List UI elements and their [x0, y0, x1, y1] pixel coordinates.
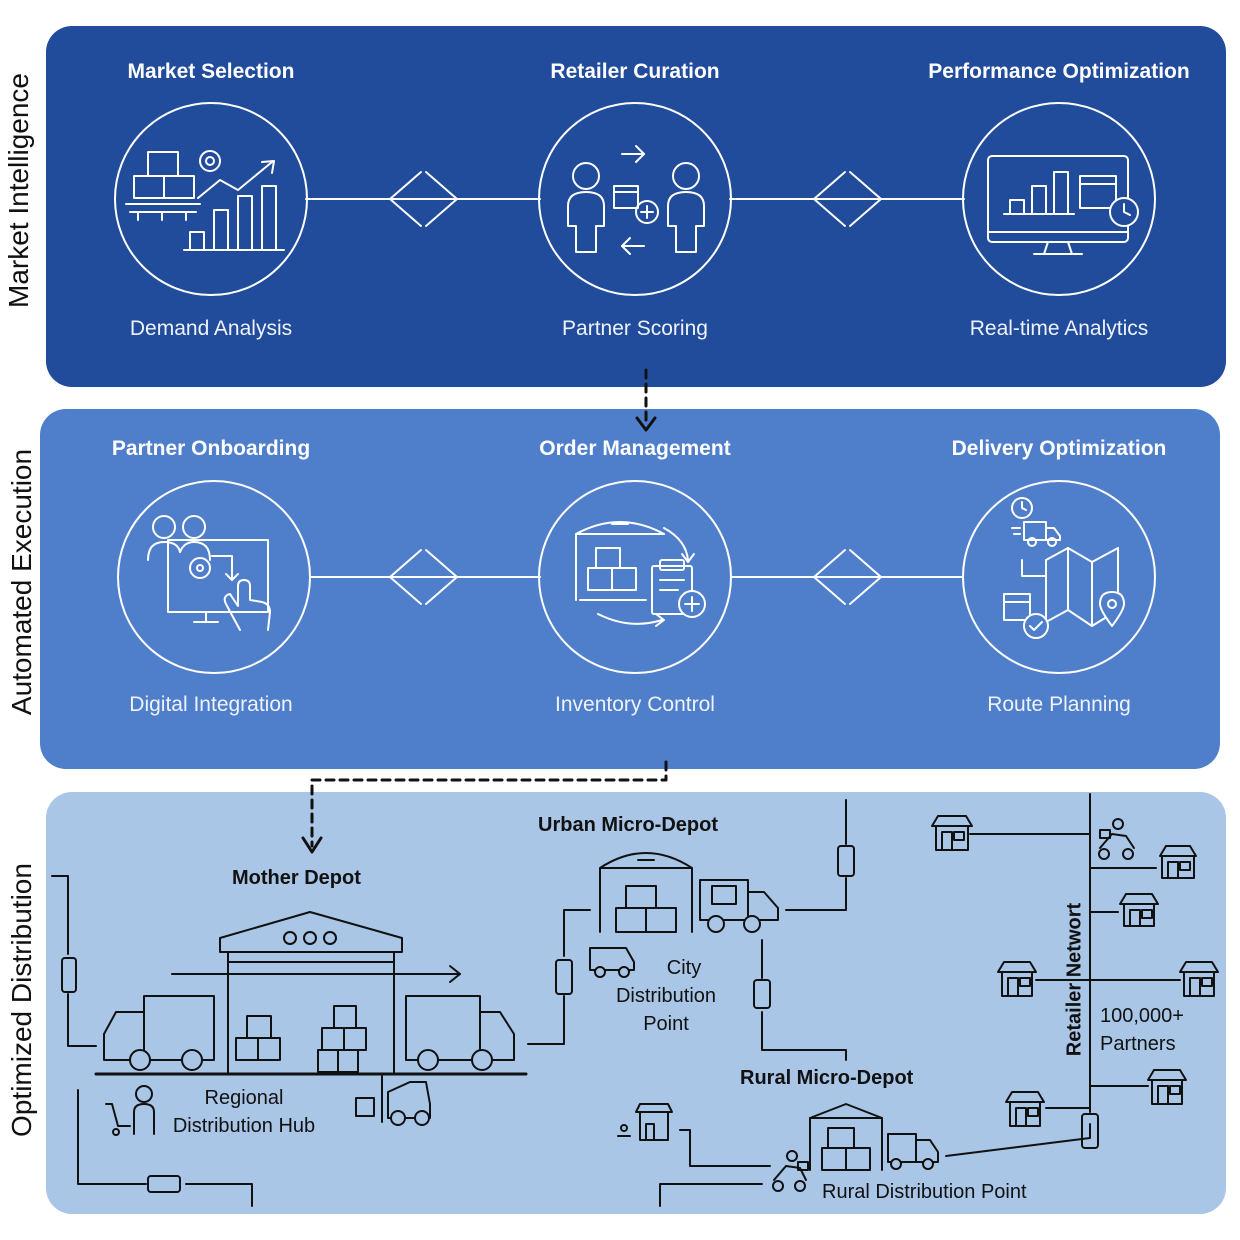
worker-trolley-icon — [105, 1085, 155, 1136]
bidirectional-arrow-icon — [813, 549, 882, 605]
partner-onboarding-circle — [117, 480, 311, 674]
city-point-line: Distribution — [615, 985, 717, 1007]
shop-icon — [1147, 1069, 1187, 1105]
scooter-icon — [1098, 818, 1135, 860]
bidirectional-arrow-icon — [389, 171, 458, 227]
distribution-network — [51, 793, 1219, 1207]
optimized-distribution-panel — [46, 792, 1226, 1214]
city-distribution-point-label: City Distribution Point — [604, 954, 728, 1038]
stage-title: Retailer Curation — [550, 60, 720, 83]
partner-scoring-icon — [567, 145, 705, 255]
stage-subtitle: Route Planning — [987, 693, 1131, 716]
partners-line: 100,000+ — [1100, 1005, 1184, 1027]
regional-hub-line: Regional — [204, 1087, 284, 1109]
market-intelligence-panel — [46, 26, 1226, 387]
stage-subtitle: Digital Integration — [129, 693, 293, 716]
route-planning-icon — [1003, 497, 1125, 639]
partners-count-label: 100,000+ Partners — [1100, 1002, 1184, 1058]
order-management-circle — [538, 480, 732, 674]
rural-micro-depot-building — [809, 1103, 883, 1171]
mother-depot-label: Mother Depot — [232, 867, 361, 889]
partners-line: Partners — [1100, 1033, 1176, 1055]
truck-icon — [405, 995, 515, 1071]
shop-icon — [997, 961, 1037, 997]
truck-icon — [103, 995, 215, 1071]
mother-depot-building — [94, 911, 528, 1076]
inventory-control-icon — [575, 521, 706, 627]
truck-icon — [887, 1133, 939, 1170]
delivery-optimization-circle — [962, 480, 1156, 674]
rural-micro-depot-label: Rural Micro-Depot — [740, 1067, 914, 1089]
stage-subtitle: Partner Scoring — [562, 317, 708, 340]
urban-micro-depot-building — [599, 852, 693, 933]
flow-arrows — [301, 368, 668, 854]
stage-title: Performance Optimization — [928, 60, 1190, 83]
stage-subtitle: Inventory Control — [555, 693, 715, 716]
truck-icon — [699, 879, 779, 933]
stage-title: Delivery Optimization — [951, 437, 1167, 460]
scooter-icon — [772, 1150, 809, 1192]
city-point-line: City — [666, 957, 702, 979]
city-point-line: Point — [643, 1013, 689, 1035]
digital-integration-icon — [147, 515, 271, 631]
real-time-analytics-icon — [987, 155, 1139, 255]
bidirectional-arrow-icon — [813, 171, 882, 227]
shop-icon — [1119, 893, 1159, 927]
stage-subtitle: Real-time Analytics — [969, 317, 1149, 340]
stage-subtitle: Demand Analysis — [129, 317, 293, 340]
stage-title: Market Selection — [127, 60, 295, 83]
van-icon — [589, 947, 635, 978]
demand-analysis-icon — [125, 150, 285, 251]
urban-micro-depot-label: Urban Micro-Depot — [538, 814, 718, 836]
retailer-curation-circle — [538, 102, 732, 296]
bidirectional-arrow-icon — [389, 549, 458, 605]
regional-hub-label: Regional Distribution Hub — [162, 1084, 326, 1140]
retailer-network-label: Retailer Networt — [1063, 902, 1086, 1057]
shop-icon — [1179, 961, 1219, 997]
performance-optimization-circle — [962, 102, 1156, 296]
shop-icon — [1005, 1091, 1045, 1127]
market-selection-circle — [114, 102, 308, 296]
rural-distribution-point-label: Rural Distribution Point — [822, 1181, 1027, 1203]
regional-hub-line: Distribution Hub — [172, 1115, 316, 1137]
forklift-icon — [355, 1075, 431, 1126]
shop-icon — [1159, 845, 1197, 879]
stage-title: Order Management — [539, 437, 731, 460]
stage-title: Partner Onboarding — [111, 437, 311, 460]
shop-icon — [617, 1103, 673, 1141]
shop-icon — [931, 815, 973, 851]
